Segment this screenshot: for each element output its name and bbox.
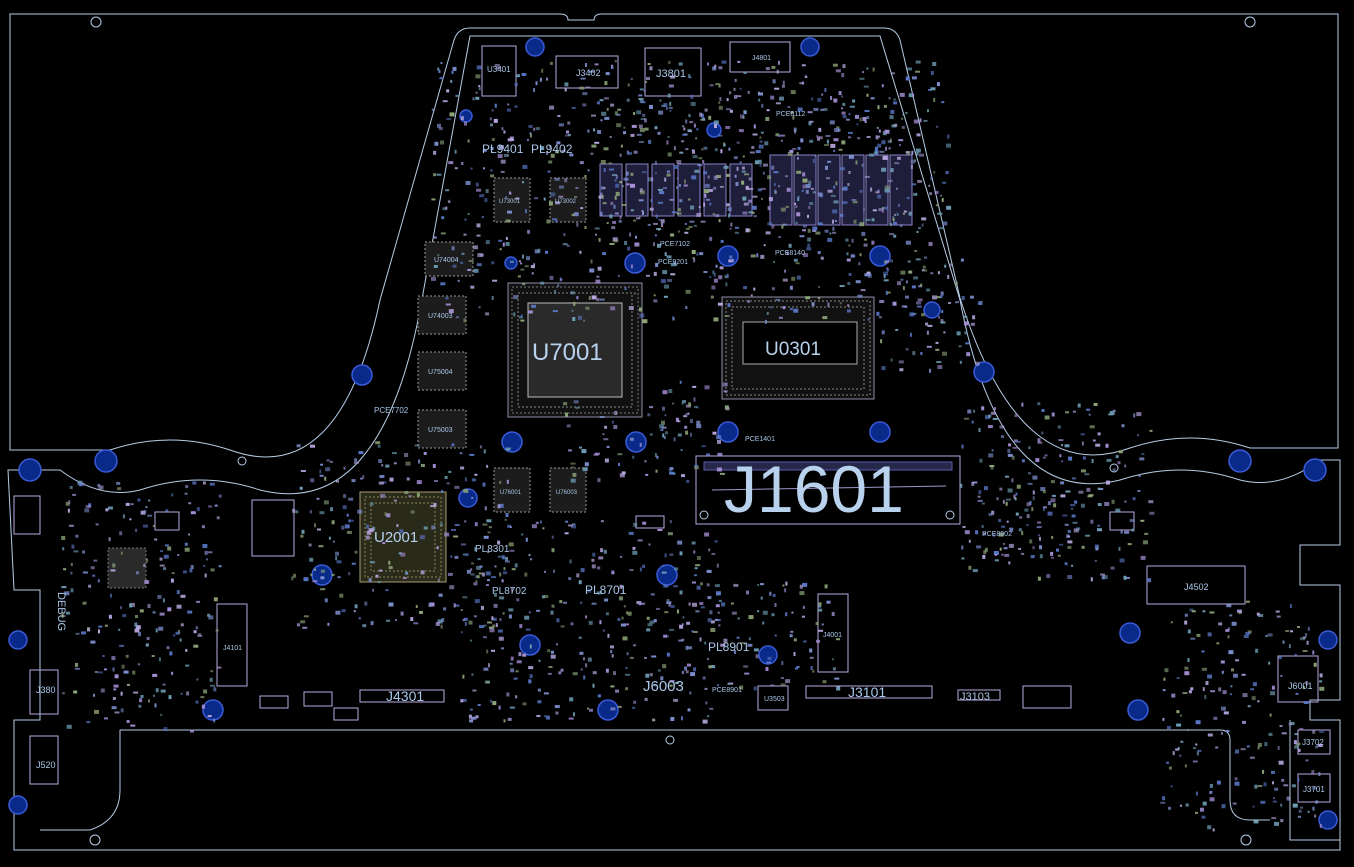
corner-hole [90,16,102,28]
label-pce7102: PCE7102 [660,241,690,248]
label-u3401: U3401 [487,65,511,74]
label-u75003: U75003 [428,427,453,434]
label-j3103: J3103 [960,691,990,703]
label-pce8901: PCE8901 [712,687,742,694]
label-j6003: J6003 [643,678,684,695]
label-u73001: U73001 [499,199,521,205]
label-j520: J520 [36,760,56,770]
label-u76003: U76003 [556,490,578,496]
label-u0301: U0301 [765,339,821,360]
label-u7001: U7001 [532,339,603,366]
label-j1601: J1601 [724,452,904,526]
label-j4801: J4801 [752,55,771,62]
label-pl9401: PL9401 [482,142,524,156]
pad-field [61,60,1325,832]
corner-hole [1240,834,1252,846]
bga-u0301 [721,296,875,400]
label-j3702: J3702 [1302,738,1324,747]
label-j3701: J3701 [1303,785,1325,794]
memory-chips [417,177,587,513]
corner-hole [89,834,101,846]
label-j4101: J4101 [223,645,242,652]
label-pce8112: PCE8112 [776,111,806,118]
bga-small [107,547,147,589]
mount-holes [8,37,1338,830]
label-pl8301: PL8301 [475,544,510,555]
label-j4001: J4001 [823,632,842,639]
label-u74004: U74004 [434,257,459,264]
label-j3101: J3101 [848,684,886,700]
label-j6001: J6001 [1288,681,1313,691]
label-pce8140: PCE8140 [775,250,805,257]
corner-hole [665,735,675,745]
component-outlines [13,41,1331,803]
label-pl8702: PL8702 [492,586,527,597]
label-pl8701: PL8701 [585,583,627,597]
board-lower-cut [40,729,1270,831]
label-pce1401: PCE1401 [745,436,775,443]
label-pce9201: PCE9201 [658,259,688,266]
label-pce8902: PCE8902 [982,531,1012,538]
label-pl8901: PL8901 [708,640,750,654]
board-outline [9,13,1339,458]
label-debug: DEBUG [55,592,67,631]
label-u74003: U74003 [428,313,453,320]
label-j3402: J3402 [576,68,601,78]
board-edge-right [1289,720,1340,841]
label-u2001: U2001 [374,529,418,546]
connector-j1601 [695,455,961,525]
label-u73002: U73002 [555,199,577,205]
corner-hole [237,456,247,466]
label-j380: J380 [36,685,56,695]
label-j3801: J3801 [656,68,686,80]
label-u3503: U3503 [764,696,785,703]
corner-hole [1244,16,1256,28]
label-pl9402: PL9402 [531,142,573,156]
label-pce7702: PCE7702 [374,406,409,415]
label-j4301: J4301 [386,688,424,704]
label-u75004: U75004 [428,369,453,376]
label-u76001: U76001 [500,490,522,496]
label-j4502: J4502 [1184,582,1209,592]
